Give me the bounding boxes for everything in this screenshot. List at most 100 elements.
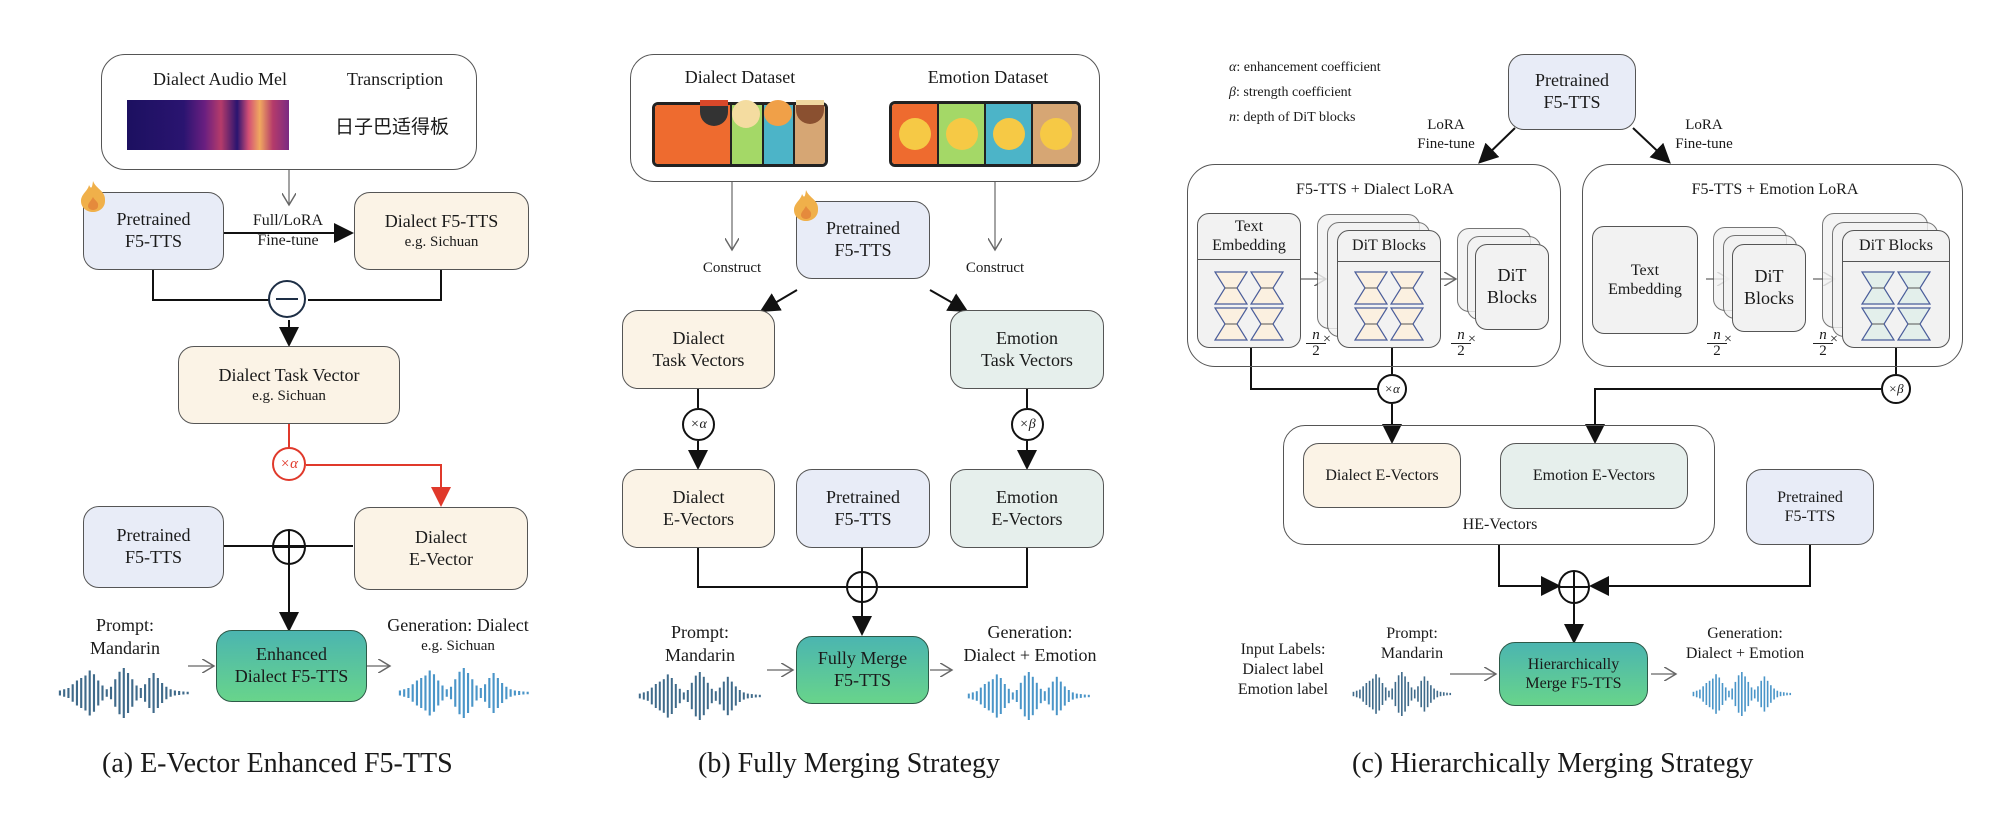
waveform-bar	[178, 691, 181, 695]
waveform-bar	[662, 679, 665, 713]
waveform-bar	[518, 691, 521, 695]
plus-icon	[1560, 586, 1588, 588]
emotion-dataset-image	[889, 101, 1081, 167]
repeat-sign: ×	[1323, 332, 1331, 347]
waveform-bar	[1007, 688, 1010, 704]
waveform-bar	[1708, 680, 1711, 708]
waveform-bar	[650, 687, 653, 705]
waveform-bar	[1433, 688, 1435, 700]
waveform-bar	[1747, 681, 1750, 707]
generation-waveform	[398, 668, 530, 718]
generation-waveform	[1692, 672, 1792, 716]
surprised-face-icon	[1039, 118, 1072, 150]
waveform-bar	[1410, 687, 1413, 701]
emotion-lora-title: F5-TTS + Emotion LoRA	[1691, 181, 1859, 198]
waveform-bar	[718, 687, 721, 705]
waveform-bar	[475, 685, 478, 701]
lora-adapter-icons	[1211, 270, 1287, 347]
waveform-bar	[403, 689, 406, 697]
waveform-bar	[1753, 689, 1756, 699]
waveform-bar	[1692, 691, 1695, 697]
waveform-bar	[1430, 685, 1432, 703]
waveform-bar	[690, 682, 693, 710]
lora-adapter-icons	[1858, 270, 1934, 347]
waveform-bar	[638, 693, 641, 699]
waveform-bar	[710, 688, 713, 704]
waveform-bar	[67, 688, 70, 698]
waveform-bar	[734, 686, 737, 706]
waveform-bar	[105, 689, 108, 697]
plus-icon	[274, 546, 304, 548]
waveform-bar	[698, 672, 701, 720]
waveform-bar	[983, 684, 986, 708]
waveform-bar	[1750, 687, 1753, 701]
repeat-n-over-2: n 2	[1306, 328, 1326, 359]
waveform-bar	[1449, 692, 1452, 696]
waveform-bar	[1394, 681, 1397, 707]
waveform-bar	[1031, 676, 1034, 716]
plus-icon	[848, 586, 876, 588]
waveform-bar	[1699, 689, 1701, 699]
waveform-bar	[1059, 681, 1062, 711]
dialect-dataset-label: Dialect Dataset	[684, 67, 796, 87]
waveform-bar	[1011, 692, 1014, 700]
waveform-bar	[1352, 691, 1355, 697]
waveform-bar	[1015, 690, 1018, 702]
waveform-bar	[1695, 690, 1698, 698]
prompt-label: Prompt: Mandarin	[90, 615, 160, 658]
input-labels: Input Labels: Dialect label Emotion labe…	[1237, 641, 1329, 698]
generation-label: Generation: Dialect e.g. Sichuan	[387, 615, 529, 654]
waveform-bar	[738, 690, 741, 702]
waveform-bar	[1705, 683, 1708, 705]
generation-label: Generation: Dialect + Emotion	[963, 622, 1097, 665]
dialect-lora-title: F5-TTS + Dialect LoRA	[1296, 181, 1454, 198]
repeat-n-over-2: n 2	[1451, 328, 1471, 359]
lora-finetune-right: LoRA Fine-tune	[1675, 117, 1733, 152]
emotion-card-happy	[892, 104, 937, 164]
waveform-bar	[1381, 683, 1384, 705]
alpha-scale-operator: ×α	[1377, 374, 1407, 404]
waveform-bar	[995, 674, 998, 718]
waveform-bar	[466, 673, 470, 713]
waveform-bar	[501, 683, 504, 703]
lora-adapter-icons	[1351, 270, 1427, 347]
waveform-bar	[131, 679, 134, 707]
prompt-waveform	[638, 672, 762, 720]
waveform-icon	[1692, 672, 1792, 716]
waveform-bar	[674, 684, 677, 708]
waveform-bar	[714, 691, 717, 701]
construct-label-right: Construct	[965, 260, 1025, 276]
waveform-bar	[1067, 690, 1070, 702]
dialect-f5tts-box: Dialect F5-TTS e.g. Sichuan	[354, 192, 529, 270]
dialect-evectors-box: Dialect E-Vectors	[1303, 443, 1461, 508]
he-vectors-group	[1283, 425, 1715, 545]
waveform-bar	[1786, 692, 1788, 696]
waveform-bar	[139, 688, 142, 698]
data-input-box	[101, 54, 477, 170]
waveform-icon	[638, 672, 761, 720]
waveform-bar	[1715, 674, 1717, 714]
waveform-bar	[1378, 677, 1381, 711]
waveform-bar	[75, 680, 79, 706]
repeat-sign: ×	[1830, 332, 1838, 347]
waveform-bar	[1087, 694, 1090, 698]
legend-alpha: α: enhancement coefficient	[1229, 60, 1381, 75]
prompt-label: Prompt: Mandarin	[1380, 625, 1444, 662]
waveform-bar	[1079, 694, 1082, 698]
emotion-evectors-box: Emotion E-Vectors	[1500, 443, 1688, 509]
dialect-lora-group	[1187, 164, 1561, 367]
lora-finetune-left: LoRA Fine-tune	[1417, 117, 1475, 152]
waveform-bar	[449, 686, 453, 700]
transcription-label: Transcription	[346, 69, 444, 89]
waveform-bar	[1359, 689, 1361, 699]
mel-spectrogram-image	[127, 100, 289, 150]
waveform-bar	[730, 681, 733, 711]
emotion-task-vectors-box: Emotion Task Vectors	[950, 310, 1104, 389]
waveform-icon	[58, 668, 189, 718]
waveform-icon	[967, 672, 1090, 720]
waveform-bar	[754, 694, 757, 698]
waveform-bar	[1055, 676, 1058, 716]
waveform-bar	[148, 678, 151, 708]
waveform-bar	[1391, 688, 1393, 700]
waveform-bar	[979, 687, 982, 705]
